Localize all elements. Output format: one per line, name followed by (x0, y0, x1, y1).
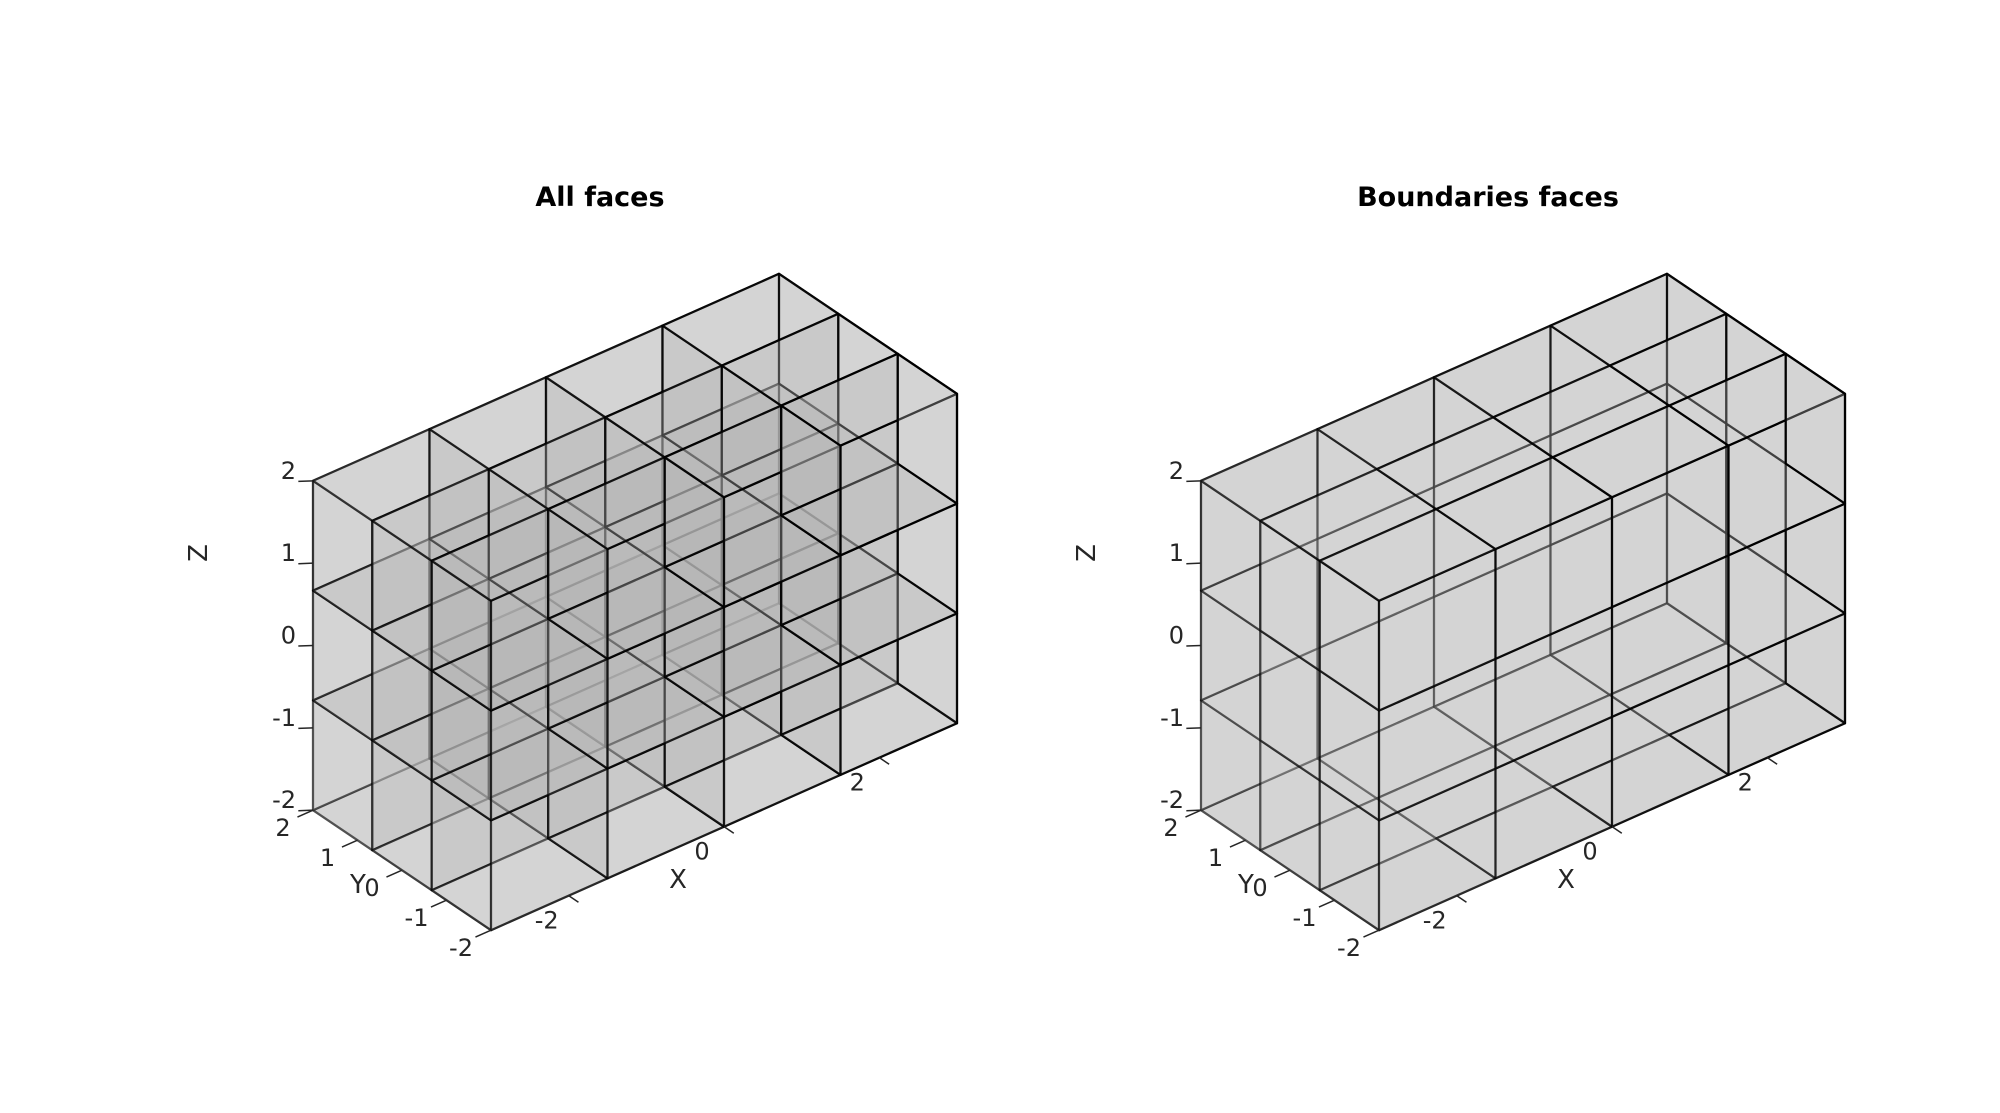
y-tick-label: 2 (275, 814, 290, 842)
x-tick-mark (1456, 895, 1467, 903)
x-tick-mark (1611, 826, 1623, 834)
z-tick-label: 2 (281, 457, 296, 485)
y-tick-label: -1 (1293, 904, 1317, 932)
mesh-face (1784, 352, 1847, 505)
mesh-faces (1199, 272, 1847, 932)
x-tick-mark (1766, 757, 1778, 765)
z-tick-mark (298, 562, 314, 565)
z-axis-label: Z (1072, 544, 1102, 562)
z-tick-mark (1186, 562, 1202, 565)
y-tick-mark (1274, 869, 1291, 878)
x-tick-mark (878, 757, 890, 765)
x-tick-mark (723, 826, 735, 834)
z-tick-mark (298, 480, 314, 483)
x-tick-mark (568, 895, 579, 903)
y-tick-mark (341, 839, 358, 848)
y-tick-mark (1318, 899, 1335, 908)
x-tick-label: -2 (535, 907, 559, 935)
z-tick-label: -2 (272, 786, 296, 814)
y-tick-mark (297, 809, 314, 818)
mesh-face (896, 352, 959, 505)
panel-title: Boundaries faces (1357, 182, 1619, 213)
z-tick-mark (298, 727, 314, 730)
x-tick-label: -2 (1423, 907, 1447, 935)
z-tick-label: -1 (272, 704, 296, 732)
z-tick-label: 1 (1169, 539, 1184, 567)
z-tick-mark (298, 809, 314, 812)
y-tick-mark (475, 929, 492, 938)
z-tick-mark (1186, 644, 1202, 647)
y-tick-mark (386, 869, 403, 878)
x-axis-label: X (1557, 865, 1575, 895)
y-tick-label: 0 (364, 874, 379, 902)
y-axis-label: Y (1237, 870, 1254, 900)
x-axis-label: X (669, 865, 687, 895)
y-tick-label: 1 (320, 844, 335, 872)
y-tick-mark (1229, 839, 1246, 848)
y-tick-mark (1363, 929, 1380, 938)
z-axis-label: Z (184, 544, 214, 562)
z-tick-label: 0 (281, 622, 296, 650)
y-tick-label: 0 (1252, 874, 1267, 902)
x-tick-label: 0 (1582, 838, 1597, 866)
y-axis-label: Y (349, 870, 366, 900)
z-tick-label: 0 (1169, 622, 1184, 650)
x-tick-label: 2 (850, 769, 865, 797)
y-tick-label: -1 (405, 904, 429, 932)
y-tick-label: -2 (449, 934, 473, 962)
x-tick-label: 2 (1738, 769, 1753, 797)
x-tick-label: 0 (694, 838, 709, 866)
y-tick-label: 2 (1163, 814, 1178, 842)
y-tick-mark (1185, 809, 1202, 818)
y-tick-label: 1 (1208, 844, 1223, 872)
y-tick-mark (430, 899, 447, 908)
mesh-faces (311, 272, 959, 932)
z-tick-label: 1 (281, 539, 296, 567)
z-tick-mark (1186, 727, 1202, 730)
y-tick-label: -2 (1337, 934, 1361, 962)
z-tick-mark (1186, 809, 1202, 812)
z-tick-label: -2 (1160, 786, 1184, 814)
z-tick-label: -1 (1160, 704, 1184, 732)
z-tick-mark (298, 644, 314, 647)
panel-title: All faces (535, 182, 664, 213)
z-tick-label: 2 (1169, 457, 1184, 485)
z-tick-mark (1186, 480, 1202, 483)
